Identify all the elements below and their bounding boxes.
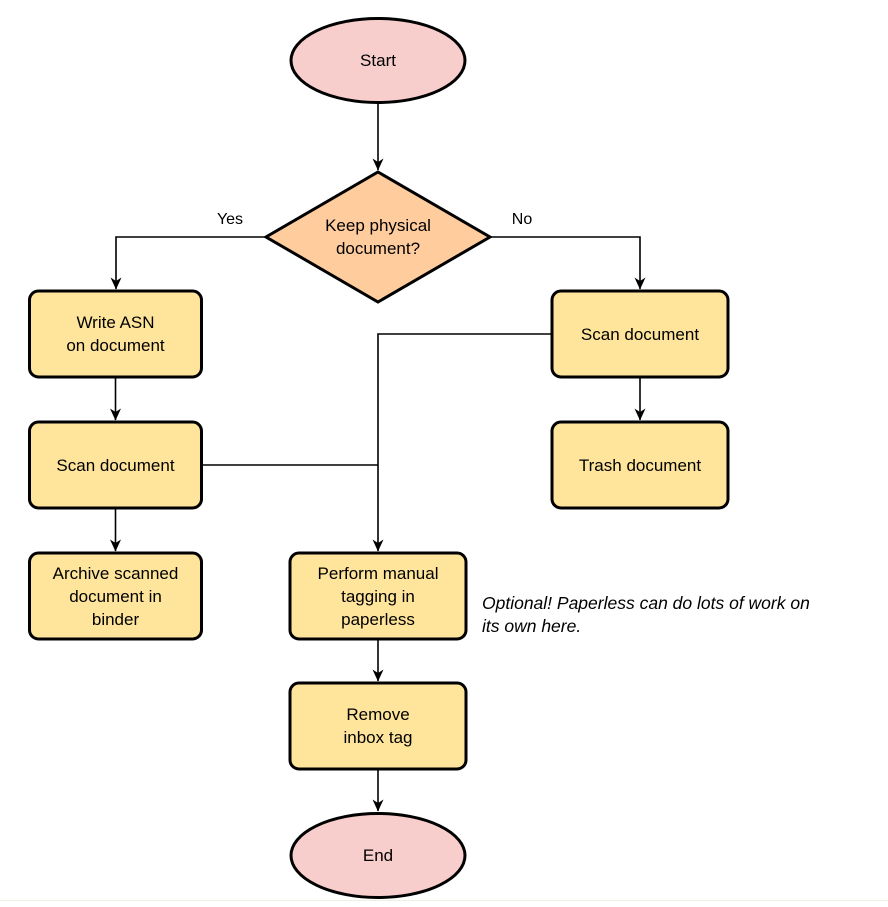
remove-inbox-node-shape: [288, 681, 468, 771]
edges: [110, 104, 646, 812]
edge-scan-right-to-tagging: [372, 333, 552, 552]
page-bottom-divider: [0, 900, 888, 901]
end-node-shape: [289, 812, 467, 899]
scan-right-node-shape: [550, 289, 730, 379]
edge-decision-no-to-scan-right: [490, 236, 646, 290]
scan-left-node-shape: [28, 420, 203, 510]
edge-decision-yes-to-write-asn: [110, 236, 266, 290]
decision-node-shape: [263, 170, 493, 304]
trash-node-shape: [550, 420, 730, 510]
write-asn-node-shape: [28, 289, 203, 379]
archive-node-shape: [28, 551, 203, 641]
tagging-node-shape: [288, 551, 468, 641]
nodes: [28, 17, 730, 899]
start-node-shape: [289, 17, 467, 104]
